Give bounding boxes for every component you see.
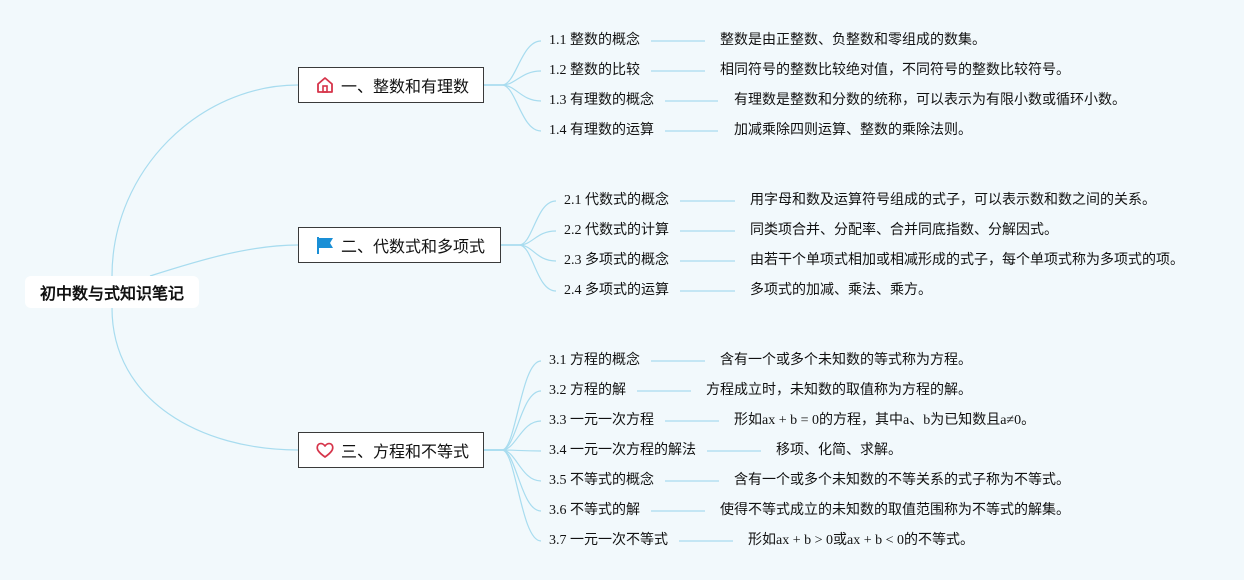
home-icon [315, 75, 335, 95]
topic-title[interactable]: 3.5 不等式的概念 [549, 473, 654, 488]
topic-title[interactable]: 1.3 有理数的概念 [549, 93, 654, 108]
flag-icon [315, 235, 335, 255]
topic-description[interactable]: 多项式的加减、乘法、乘方。 [750, 283, 932, 298]
root-label: 初中数与式知识笔记 [39, 286, 184, 303]
heart-icon [315, 440, 335, 460]
topic-title[interactable]: 2.2 代数式的计算 [564, 223, 669, 238]
topic-description[interactable]: 方程成立时，未知数的取值称为方程的解。 [706, 383, 972, 398]
topic-description[interactable]: 含有一个或多个未知数的不等关系的式子称为不等式。 [734, 473, 1070, 488]
topic-description[interactable]: 由若干个单项式相加或相减形成的式子，每个单项式称为多项式的项。 [750, 253, 1184, 268]
topic-title[interactable]: 2.4 多项式的运算 [564, 283, 669, 298]
topic-description[interactable]: 形如ax + b > 0或ax + b < 0的不等式。 [748, 533, 975, 548]
branch-label: 二、代数式和多项式 [341, 239, 486, 256]
branch-label: 三、方程和不等式 [341, 444, 470, 461]
topic-title[interactable]: 3.2 方程的解 [549, 383, 626, 398]
topic-description[interactable]: 加减乘除四则运算、整数的乘除法则。 [734, 123, 972, 138]
topic-description[interactable]: 移项、化简、求解。 [776, 443, 902, 458]
topic-title[interactable]: 3.6 不等式的解 [549, 503, 640, 518]
branch-label: 一、整数和有理数 [341, 79, 470, 96]
topic-description[interactable]: 形如ax + b = 0的方程，其中a、b为已知数且a≠0。 [734, 413, 1036, 428]
topic-description[interactable]: 同类项合并、分配率、合并同底指数、分解因式。 [750, 223, 1058, 238]
topic-title[interactable]: 1.1 整数的概念 [549, 33, 640, 48]
topic-title[interactable]: 3.7 一元一次不等式 [549, 533, 668, 548]
root-node[interactable]: 初中数与式知识笔记 [25, 276, 199, 308]
topic-title[interactable]: 3.1 方程的概念 [549, 353, 640, 368]
topic-description[interactable]: 用字母和数及运算符号组成的式子，可以表示数和数之间的关系。 [750, 193, 1156, 208]
branch-node-3[interactable]: 三、方程和不等式 [298, 432, 484, 468]
topic-title[interactable]: 2.1 代数式的概念 [564, 193, 669, 208]
topic-description[interactable]: 含有一个或多个未知数的等式称为方程。 [720, 353, 972, 368]
topic-title[interactable]: 3.3 一元一次方程 [549, 413, 654, 428]
topic-title[interactable]: 1.4 有理数的运算 [549, 123, 654, 138]
branch-node-1[interactable]: 一、整数和有理数 [298, 67, 484, 103]
topic-title[interactable]: 2.3 多项式的概念 [564, 253, 669, 268]
topic-title[interactable]: 3.4 一元一次方程的解法 [549, 443, 696, 458]
topic-title[interactable]: 1.2 整数的比较 [549, 63, 640, 78]
topic-description[interactable]: 使得不等式成立的未知数的取值范围称为不等式的解集。 [720, 503, 1070, 518]
topic-description[interactable]: 整数是由正整数、负整数和零组成的数集。 [720, 33, 986, 48]
branch-node-2[interactable]: 二、代数式和多项式 [298, 227, 501, 263]
topic-description[interactable]: 有理数是整数和分数的统称，可以表示为有限小数或循环小数。 [734, 93, 1126, 108]
topic-description[interactable]: 相同符号的整数比较绝对值，不同符号的整数比较符号。 [720, 63, 1070, 78]
